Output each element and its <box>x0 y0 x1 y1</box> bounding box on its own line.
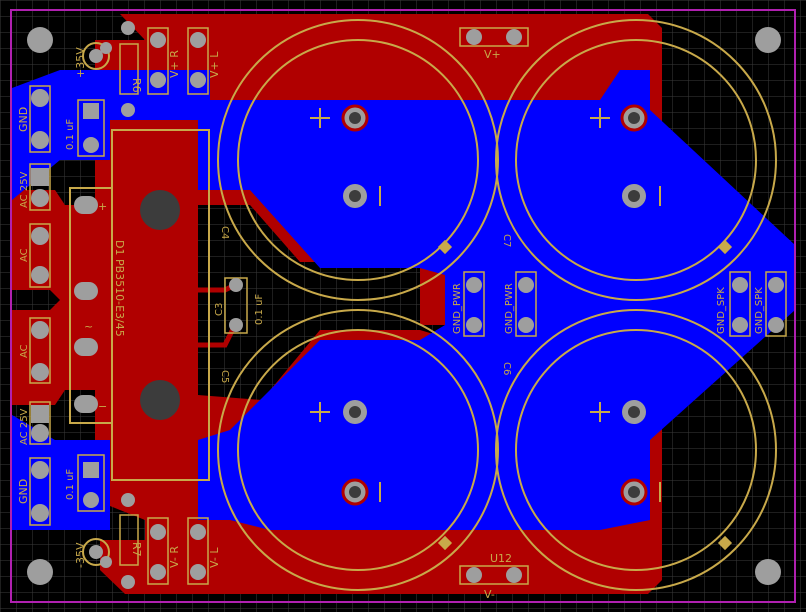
mounting-hole-tr <box>755 27 781 53</box>
rail-connectors <box>459 27 529 585</box>
label-bridge-tilde: ~ <box>84 320 93 333</box>
trace-bottom <box>86 323 238 348</box>
gnd-connectors <box>463 271 787 337</box>
label-bridge: D1 PB3510-E3/45 <box>113 240 126 337</box>
label-minus35v: -35V <box>74 542 87 568</box>
output-connectors <box>147 27 209 585</box>
led-top-pad <box>89 49 103 63</box>
label-gnd-top: GND <box>17 107 30 132</box>
label-ac-bottom: AC <box>19 344 30 358</box>
bridge-pads <box>74 196 98 413</box>
label-vplus-r: V+ R <box>168 50 181 78</box>
resistor-r7 <box>119 514 139 566</box>
label-gnd-spk-2: GND_SPK <box>754 287 765 334</box>
label-gnd-bottom: GND <box>17 479 30 504</box>
mounting-hole-tl <box>27 27 53 53</box>
label-plus35v: +35V <box>74 47 87 78</box>
label-cap-c3: 0.1 uF <box>254 294 265 325</box>
bridge-pin-strip <box>69 187 113 424</box>
led-top-pad2 <box>100 42 112 54</box>
led-top <box>82 42 110 70</box>
label-vminus-r: V- R <box>168 546 181 568</box>
mounting-hole-br <box>755 559 781 585</box>
label-gnd-spk-1: GND_SPK <box>716 287 727 334</box>
label-bridge-minus: − <box>98 400 107 413</box>
label-u12: U12 <box>490 552 512 565</box>
polarity-marks <box>310 108 661 502</box>
board-edge <box>10 9 796 603</box>
label-c5: C5 <box>219 370 230 383</box>
cap-notches <box>437 239 733 551</box>
label-bridge-plus: + <box>98 200 107 213</box>
capacitor-c5 <box>217 309 499 591</box>
led-bottom <box>82 538 110 566</box>
bridge-mount-bottom <box>140 380 180 420</box>
label-gnd-pwr-2: GND_PWR <box>504 283 515 334</box>
led-bottom-pad <box>89 545 103 559</box>
led-bottom-pad2 <box>100 556 112 568</box>
capacitor-c7b <box>495 19 777 301</box>
capacitor-c6 <box>495 309 777 591</box>
label-r6: R6 <box>130 78 143 93</box>
label-ac25v-bottom: AC 25V <box>19 408 30 445</box>
cap-pads <box>341 104 648 506</box>
label-c6: C6 <box>501 362 512 375</box>
capacitor-c7 <box>217 19 499 301</box>
cap-c3-pad2 <box>229 318 243 332</box>
connector-pads-left <box>31 89 49 522</box>
label-vminus: V- <box>484 588 495 601</box>
cap-small-top-outline <box>77 99 105 157</box>
label-cap-bottom: 0.1 uF <box>65 469 76 500</box>
cap-small-bottom-outline <box>77 454 105 512</box>
label-c7: C7 <box>501 234 512 247</box>
label-c4: C4 <box>219 226 230 239</box>
label-ac25v-top: AC 25V <box>19 171 30 208</box>
cap-c3-pad1 <box>229 278 243 292</box>
resistor-pads <box>121 21 135 589</box>
mounting-hole-bl <box>27 559 53 585</box>
label-r7: R7 <box>130 542 143 557</box>
label-vminus-l: V- L <box>208 547 221 568</box>
label-c3: C3 <box>214 303 225 316</box>
label-vplus-l: V+ L <box>208 51 221 78</box>
resistor-r6 <box>119 43 139 95</box>
connector-outlines-left <box>29 85 51 526</box>
cap-small-pads <box>83 103 99 508</box>
label-vplus: V+ <box>484 48 501 61</box>
label-ac-top: AC <box>19 248 30 262</box>
label-cap-top: 0.1 uF <box>65 119 76 150</box>
label-gnd-pwr-1: GND_PWR <box>452 283 463 334</box>
bridge-mount-top <box>140 190 180 230</box>
